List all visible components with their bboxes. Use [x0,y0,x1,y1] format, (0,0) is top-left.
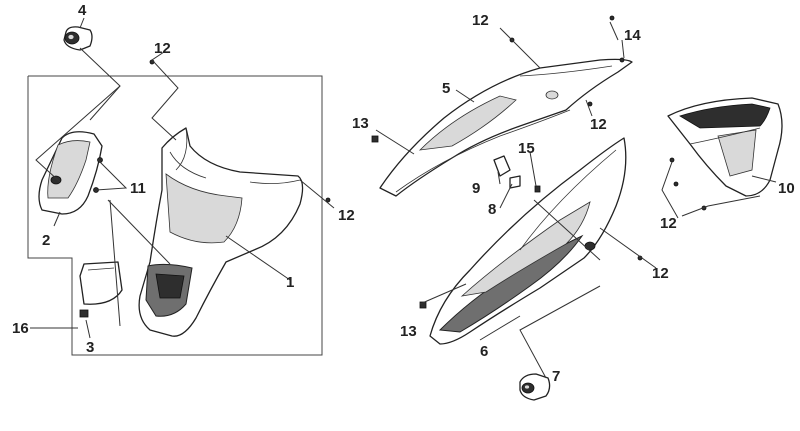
leader-lines [30,17,777,379]
part-13-clip-lower [419,301,427,309]
part-6-lower-cover [429,137,627,345]
callout-8: 8 [488,201,496,218]
callout-12-c: 12 [472,12,489,29]
callout-13-a: 13 [352,115,369,132]
callout-13-b: 13 [400,323,417,340]
callout-12-e: 12 [652,265,669,282]
part-15-screw [534,185,541,193]
part-10-rear-unit [667,97,783,197]
callout-12-a: 12 [154,40,171,57]
callout-3: 3 [86,339,94,356]
part-7-cap [519,373,551,401]
callout-15: 15 [518,140,535,157]
callout-7: 7 [552,368,560,385]
callout-6: 6 [480,343,488,360]
part-13-clip-upper [371,135,379,143]
callout-2: 2 [42,232,50,249]
part-5-upper-cover [379,58,633,197]
assembly-frame-16 [27,75,323,356]
part-9-bracket [493,155,511,177]
part-3-latch [79,261,123,318]
callout-labels: 1 2 3 4 5 6 7 8 9 10 11 12 12 12 12 12 1… [12,2,795,385]
callout-1: 1 [286,274,294,291]
callout-14: 14 [624,27,641,44]
part-4-cap [63,26,93,51]
callout-9: 9 [472,180,480,197]
callout-4: 4 [78,2,87,19]
callout-11: 11 [130,180,146,197]
callout-12-f: 12 [660,215,677,232]
part-1-inner-panel [138,127,304,337]
part-8-clip [509,175,521,189]
callout-16: 16 [12,320,29,337]
part-2-lid [38,131,103,215]
callout-12-d: 12 [590,116,607,133]
callout-12-b: 12 [338,207,355,224]
callout-5: 5 [442,80,450,97]
callout-10: 10 [778,180,795,197]
